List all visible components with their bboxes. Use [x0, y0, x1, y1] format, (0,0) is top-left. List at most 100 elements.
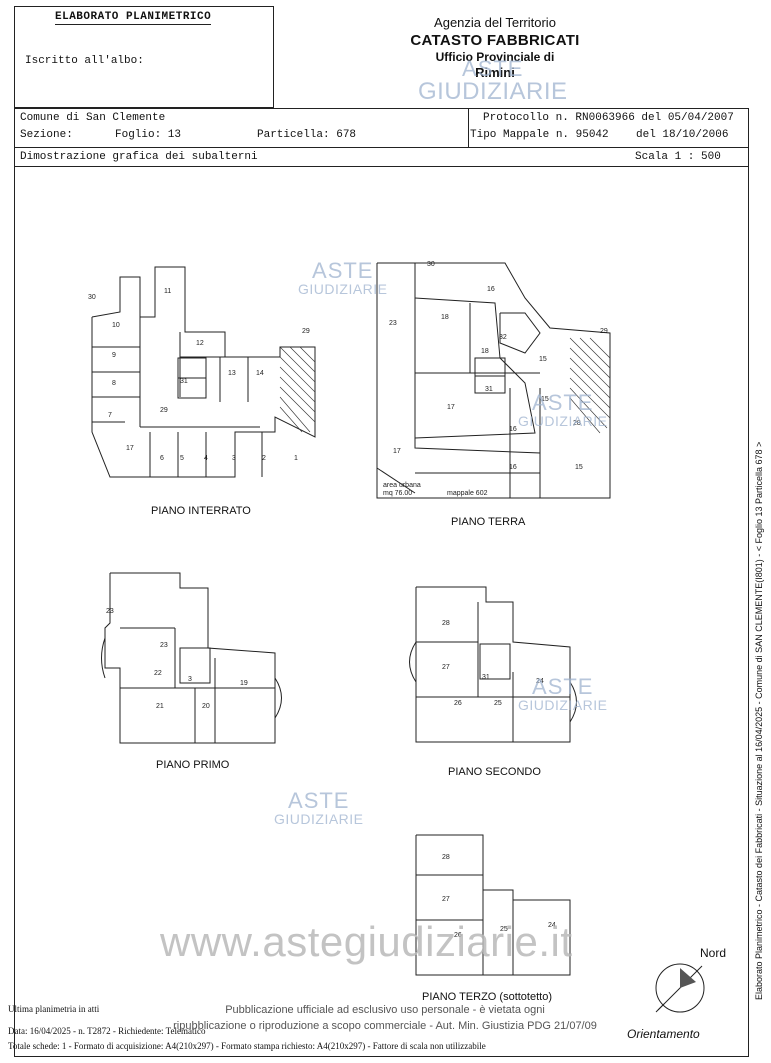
mappale-label: mappale 602: [447, 490, 488, 497]
room-label: 31: [482, 674, 490, 681]
room-label: 16: [509, 464, 517, 471]
room-label: 27: [442, 664, 450, 671]
room-label: 14: [256, 370, 264, 377]
room-label: 31: [485, 386, 493, 393]
room-label: 4: [204, 455, 208, 462]
room-label: 17: [447, 404, 455, 411]
plan-terra-drawing: [376, 262, 611, 499]
room-label: 20: [202, 703, 210, 710]
room-label: 17: [393, 448, 401, 455]
plan-terzo-label: PIANO TERZO (sottotetto): [422, 991, 552, 1003]
area-mq-label: mq 76.00: [383, 490, 413, 497]
catasto-title: CATASTO FABBRICATI: [410, 32, 580, 49]
room-label: 28: [442, 620, 450, 627]
room-label: 7: [108, 412, 112, 419]
room-label: 28: [573, 420, 581, 427]
particella-label: Particella: 678: [257, 129, 357, 141]
room-label: 18: [441, 314, 449, 321]
dimostrazione-row: Dimostrazione grafica dei subalterni Sca…: [14, 147, 749, 167]
room-label: 10: [112, 322, 120, 329]
publication-notice-2: ripubblicazione o riproduzione a scopo c…: [173, 1020, 597, 1032]
publication-notice: Pubblicazione ufficiale ad esclusivo uso…: [225, 1004, 545, 1016]
room-label: 23: [106, 608, 114, 615]
room-label: 29: [160, 407, 168, 414]
room-label: 8: [112, 380, 116, 387]
dimostrazione-label: Dimostrazione grafica dei subalterni: [20, 151, 258, 163]
room-label: 18: [481, 348, 489, 355]
room-label: 29: [302, 328, 310, 335]
info-divider: [468, 109, 469, 147]
plan-terra: 30 16 23 18 32 18 15 29 31 17 15 28 16 1…: [375, 258, 615, 503]
protocollo-label: Protocollo n. RN0063966 del 05/04/2007: [483, 112, 734, 124]
room-label: 28: [442, 854, 450, 861]
ufficio-label: Ufficio Provinciale di: [435, 50, 555, 64]
room-label: 11: [164, 288, 172, 295]
room-label: 24: [548, 922, 556, 929]
room-label: 31: [180, 378, 188, 385]
agency-name: Agenzia del Territorio: [434, 15, 556, 30]
room-label: 25: [494, 700, 502, 707]
room-label: 19: [240, 680, 248, 687]
room-label: 15: [539, 356, 547, 363]
plan-primo-label: PIANO PRIMO: [156, 759, 230, 771]
room-label: 30: [427, 261, 435, 268]
room-label: 16: [487, 286, 495, 293]
room-label: 29: [600, 328, 608, 335]
plan-interrato-drawing: [91, 266, 316, 478]
room-label: 15: [541, 396, 549, 403]
orientamento-label: Orientamento: [627, 1027, 700, 1041]
north-arrow-icon: [655, 963, 705, 1013]
room-label: 27: [442, 896, 450, 903]
room-label: 23: [389, 320, 397, 327]
room-label: 13: [228, 370, 236, 377]
footer-data: Data: 16/04/2025 - n. T2872 - Richiedent…: [8, 1026, 206, 1036]
plan-interrato: 30 11 10 9 8 7 17 12 13 14 31 29 29 6 5 …: [80, 262, 325, 487]
plan-interrato-label: PIANO INTERRATO: [151, 505, 251, 517]
room-label: 3: [232, 455, 236, 462]
nord-label: Nord: [700, 946, 727, 960]
agency-block: Agenzia del Territorio CATASTO FABBRICAT…: [360, 14, 630, 81]
footer-ultima: Ultima planimetria in atti: [8, 1004, 100, 1014]
plan-primo-drawing: [101, 572, 282, 744]
sezione-label: Sezione:: [20, 129, 73, 141]
header-box: ELABORATO PLANIMETRICO Iscritto all'albo…: [14, 6, 274, 108]
area-urbana-label: area urbana: [383, 482, 421, 489]
plan-primo: 23 23 22 3 19 21 20: [100, 568, 295, 748]
room-label: 32: [499, 334, 507, 341]
footer-totale: Totale schede: 1 - Formato di acquisizio…: [8, 1041, 486, 1051]
comune-label: Comune di San Clemente: [20, 112, 166, 124]
iscritto-label: Iscritto all'albo:: [25, 55, 144, 67]
room-label: 30: [88, 294, 96, 301]
room-label: 22: [154, 670, 162, 677]
room-label: 25: [500, 926, 508, 933]
room-label: 12: [196, 340, 204, 347]
room-label: 1: [294, 455, 298, 462]
watermark-url: www.astegiudiziarie.it: [160, 918, 573, 965]
side-caption: Elaborato Planimetrico - Catasto dei Fab…: [754, 441, 764, 1000]
plan-terzo: 28 27 24 26 25: [398, 830, 583, 980]
plan-terzo-drawing: [415, 834, 571, 976]
plan-terra-label: PIANO TERRA: [451, 516, 526, 528]
room-label: 26: [454, 932, 462, 939]
room-label: 5: [180, 455, 184, 462]
plan-secondo: 28 27 31 24 26 25: [398, 582, 583, 752]
plan-secondo-drawing: [409, 586, 577, 743]
provincia-label: Rimini: [475, 65, 515, 80]
room-label: 6: [160, 455, 164, 462]
scala-label: Scala 1 : 500: [635, 151, 721, 163]
room-label: 9: [112, 352, 116, 359]
room-label: 16: [509, 426, 517, 433]
tipo-mappale-label: Tipo Mappale n. 95042: [470, 129, 609, 141]
drawing-area: [14, 166, 749, 1057]
room-label: 26: [454, 700, 462, 707]
room-label: 3: [188, 676, 192, 683]
plan-secondo-label: PIANO SECONDO: [448, 766, 541, 778]
room-label: 21: [156, 703, 164, 710]
room-label: 24: [536, 678, 544, 685]
document-title: ELABORATO PLANIMETRICO: [55, 11, 212, 25]
room-label: 15: [575, 464, 583, 471]
tipo-mappale-date: del 18/10/2006: [636, 129, 729, 141]
cadastral-info: Comune di San Clemente Sezione: Foglio: …: [14, 108, 749, 148]
room-label: 2: [262, 455, 266, 462]
room-label: 23: [160, 642, 168, 649]
